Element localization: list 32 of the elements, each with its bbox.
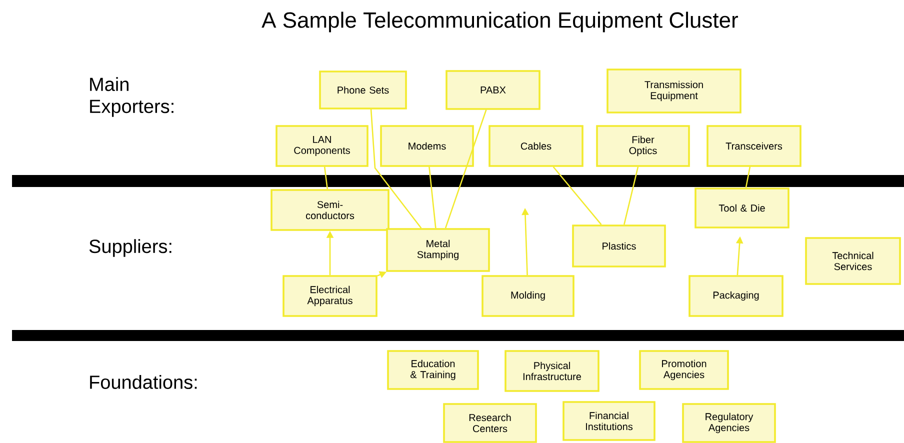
title: A Sample Telecommunication Equipment Cluster [262, 12, 738, 32]
cluster-box: PABX [446, 70, 540, 110]
section-label: Main Exporters: [90, 77, 174, 117]
cluster-box: Semi-conductors [270, 189, 390, 231]
cluster-box: Modems [380, 125, 474, 167]
cluster-box: LAN Components [276, 125, 368, 167]
cluster-box: Transceivers [706, 125, 802, 167]
section-label: Suppliers: [89, 239, 172, 257]
connector [370, 108, 422, 228]
cluster-box: Electrical Apparatus [282, 275, 378, 317]
cluster-box: Education & Training [387, 350, 479, 390]
connector [745, 166, 751, 188]
cluster-box: Financial Institutions [562, 401, 656, 441]
connector [428, 166, 436, 228]
section-label: Foundations: [90, 375, 197, 389]
cluster-box: Physical Infrastructure [504, 350, 600, 392]
cluster-box: Technical Services [805, 237, 901, 285]
connector [324, 166, 328, 190]
cluster-box: Promotion Agencies [639, 350, 729, 390]
connector [444, 110, 487, 228]
cluster-box: Tool & Die [694, 188, 790, 228]
cluster-box: Phone Sets [319, 70, 407, 110]
connector [624, 166, 639, 225]
cluster-box: Plastics [572, 224, 666, 268]
cluster-box: Transmission Equipment [606, 68, 742, 114]
cluster-box: Regulatory Agencies [682, 403, 776, 443]
cluster-box: Fiber Optics [596, 125, 690, 167]
cluster-box: Cables [488, 125, 584, 167]
cluster-box: Research Centers [443, 403, 537, 443]
cluster-box: Molding [482, 275, 574, 317]
cluster-box: Metal Stamping [386, 228, 490, 272]
cluster-box: Packaging [688, 275, 784, 317]
